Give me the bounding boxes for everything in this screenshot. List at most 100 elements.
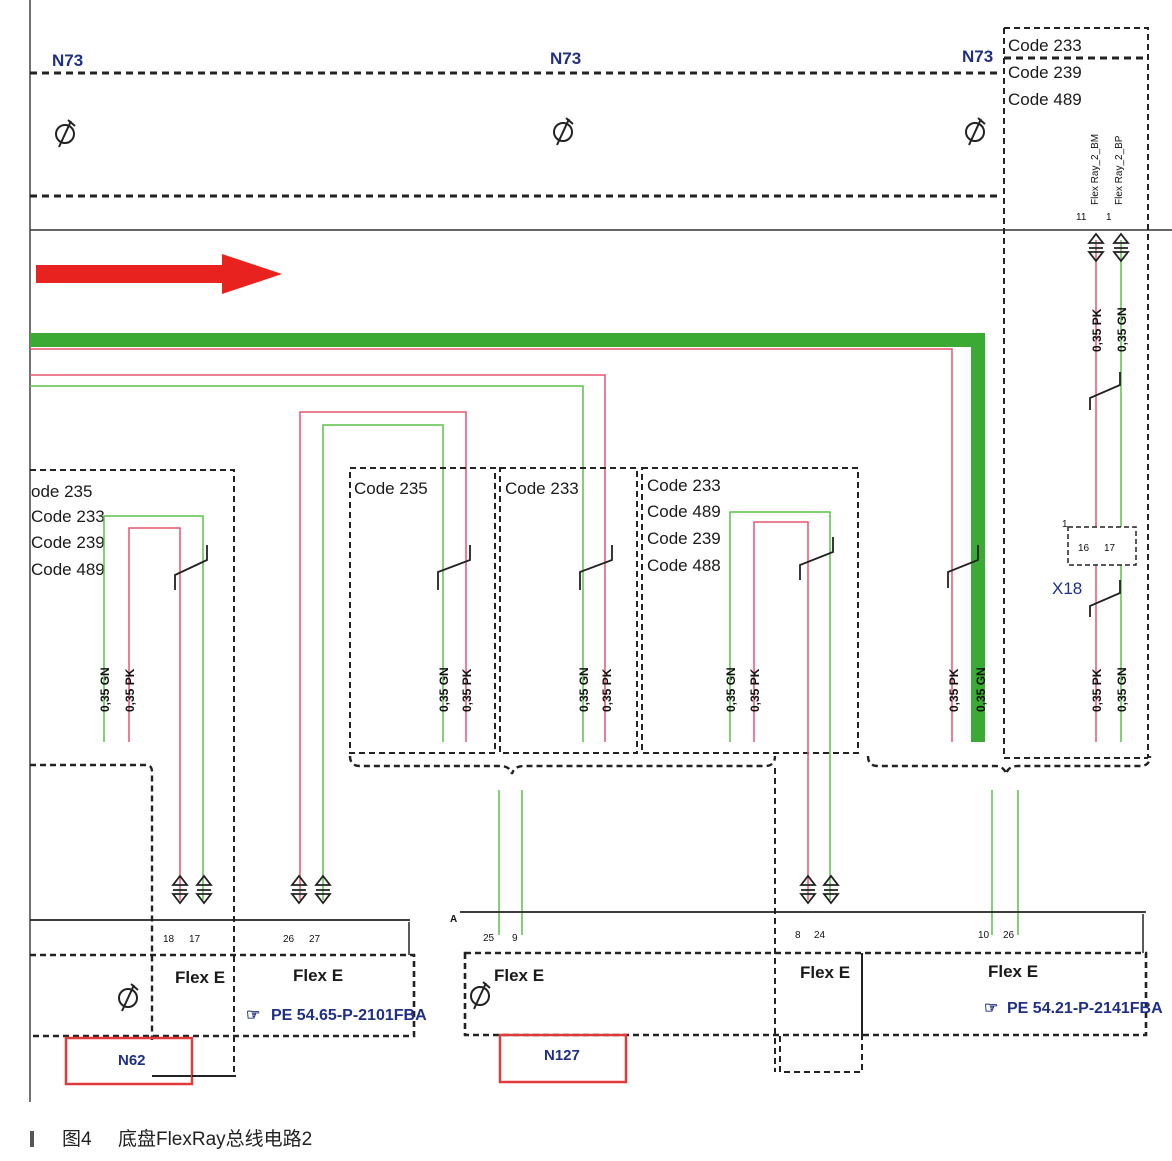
reference-pe-2141: PE 54.21-P-2141FBA (1007, 1000, 1163, 1017)
reference-pe-2101: PE 54.65-P-2101FBA (271, 1007, 427, 1024)
connector-icon (291, 875, 307, 904)
wire-gn-27 (322, 424, 444, 900)
code-233-label: Code 233 (1008, 36, 1082, 55)
code-box-233 (499, 467, 638, 754)
wire-label-pk: 0,35 PK (460, 668, 474, 712)
pin-26: 26 (283, 934, 295, 945)
flexray-bm-label: Flex Ray_2_BM (1090, 134, 1101, 205)
pin-11: 11 (1076, 212, 1087, 223)
wire-label-gn: 0,35 GN (437, 667, 451, 712)
code-239-label: Code 239 (647, 529, 721, 548)
module-n62: N62 (118, 1052, 146, 1069)
ground-icon (553, 117, 574, 146)
wire-label-pk: 0,35 PK (748, 668, 762, 712)
wire-label-pk: 0,35 PK (1090, 308, 1104, 352)
n73-label-3: N73 (962, 47, 993, 66)
shield-twist-icon (799, 537, 834, 580)
wire-pk-26 (299, 411, 467, 900)
x18-connector (1067, 526, 1137, 566)
pin-9: 9 (512, 933, 518, 944)
wire-label-gn: 0,35 GN (1115, 667, 1129, 712)
pin-18: 18 (163, 934, 175, 945)
pin-1: 1 (1106, 212, 1112, 223)
caption-bar-icon (30, 1131, 34, 1147)
code-489-label: Code 489 (31, 560, 105, 579)
wire-label-pk: 0,35 PK (947, 668, 961, 712)
n127-module-label-box (498, 1033, 628, 1084)
ground-icon (965, 117, 986, 146)
module-n127: N127 (544, 1047, 580, 1064)
shield-twist-icon (174, 545, 208, 590)
bus-gn-mid (30, 385, 584, 742)
ground-icon (470, 981, 491, 1010)
code-239-label: Code 239 (1008, 63, 1082, 82)
wire-label-gn: 0,35 GN (724, 667, 738, 712)
pin-17: 17 (189, 934, 201, 945)
n62-module-label-box (64, 1036, 194, 1086)
wire-label-pk: 0,35 PK (1090, 668, 1104, 712)
pin-8: 8 (795, 930, 801, 941)
wire-label-gn: 0,35 GN (98, 667, 112, 712)
flex-e-label-3: Flex E (494, 966, 544, 985)
code-488-label: Code 488 (647, 556, 721, 575)
group-brace (866, 755, 1152, 775)
figure-number: 图4 (62, 1129, 92, 1150)
n62-boundary (30, 763, 154, 1040)
flex-e-label-4: Flex E (800, 963, 850, 982)
x18-pin-1: 1 (1062, 519, 1068, 530)
n127-module-box (463, 951, 1148, 1037)
wire-label-gn: 0,35 GN (1115, 307, 1129, 352)
pin-10: 10 (978, 930, 990, 941)
x18-label: X18 (1052, 579, 1082, 598)
pin-24: 24 (814, 930, 826, 941)
code-489-label: Code 489 (647, 502, 721, 521)
connector-icon (823, 875, 839, 904)
code-233-label: Code 233 (31, 507, 105, 526)
pin-25: 25 (483, 933, 495, 944)
wire-pk-8 (753, 521, 809, 900)
code-235-label: ode 235 (31, 482, 92, 501)
code-box-right (1003, 27, 1149, 759)
shield-twist-icon (437, 545, 471, 590)
code-235-label: Code 235 (354, 479, 428, 498)
code-box-multi (641, 467, 859, 754)
wire-gn-17 (103, 515, 204, 900)
code-239-label: Code 239 (31, 533, 105, 552)
wire-label-pk: 0,35 PK (600, 668, 614, 712)
ground-icon (118, 983, 139, 1012)
wire-gn-24 (729, 511, 831, 900)
pin-a: A (450, 914, 457, 925)
direction-arrow-icon (36, 254, 282, 294)
bus-pk-long (30, 348, 953, 742)
shield-twist-icon (579, 545, 613, 590)
figure-caption: 图4 底盘FlexRay总线电路2 (30, 1124, 312, 1151)
group-brace (348, 755, 777, 775)
flex-e-label-5: Flex E (988, 962, 1038, 981)
x18-pin-16: 16 (1078, 543, 1090, 554)
x18-pin-17: 17 (1104, 543, 1116, 554)
figure-title: 底盘FlexRay总线电路2 (117, 1129, 313, 1150)
code-box-235 (349, 467, 496, 754)
ref-icon: ☞ (246, 1007, 260, 1024)
code-233-label: Code 233 (505, 479, 579, 498)
flexray-bp-label: Flex Ray_2_BP (1114, 135, 1125, 205)
n73-label-1: N73 (52, 51, 83, 70)
shield-twist-icon (1089, 372, 1121, 410)
pin-27: 27 (309, 934, 321, 945)
ground-icon (55, 119, 76, 148)
ref-icon: ☞ (984, 1000, 998, 1017)
wire-label-pk: 0,35 PK (123, 668, 137, 712)
bus-green-thick (30, 333, 985, 742)
wire-label-gn: 0,35 GN (577, 667, 591, 712)
pin-26: 26 (1003, 930, 1015, 941)
code-489-label: Code 489 (1008, 90, 1082, 109)
n73-label-2: N73 (550, 49, 581, 68)
connector-icon (196, 875, 212, 904)
n62-module-box (30, 953, 416, 1038)
code-233-label: Code 233 (647, 476, 721, 495)
wire-label-gn: 0,35 GN (974, 667, 988, 712)
wire-pk-18 (128, 527, 181, 900)
bus-pk-mid (30, 374, 606, 742)
shield-twist-icon (1089, 580, 1121, 617)
